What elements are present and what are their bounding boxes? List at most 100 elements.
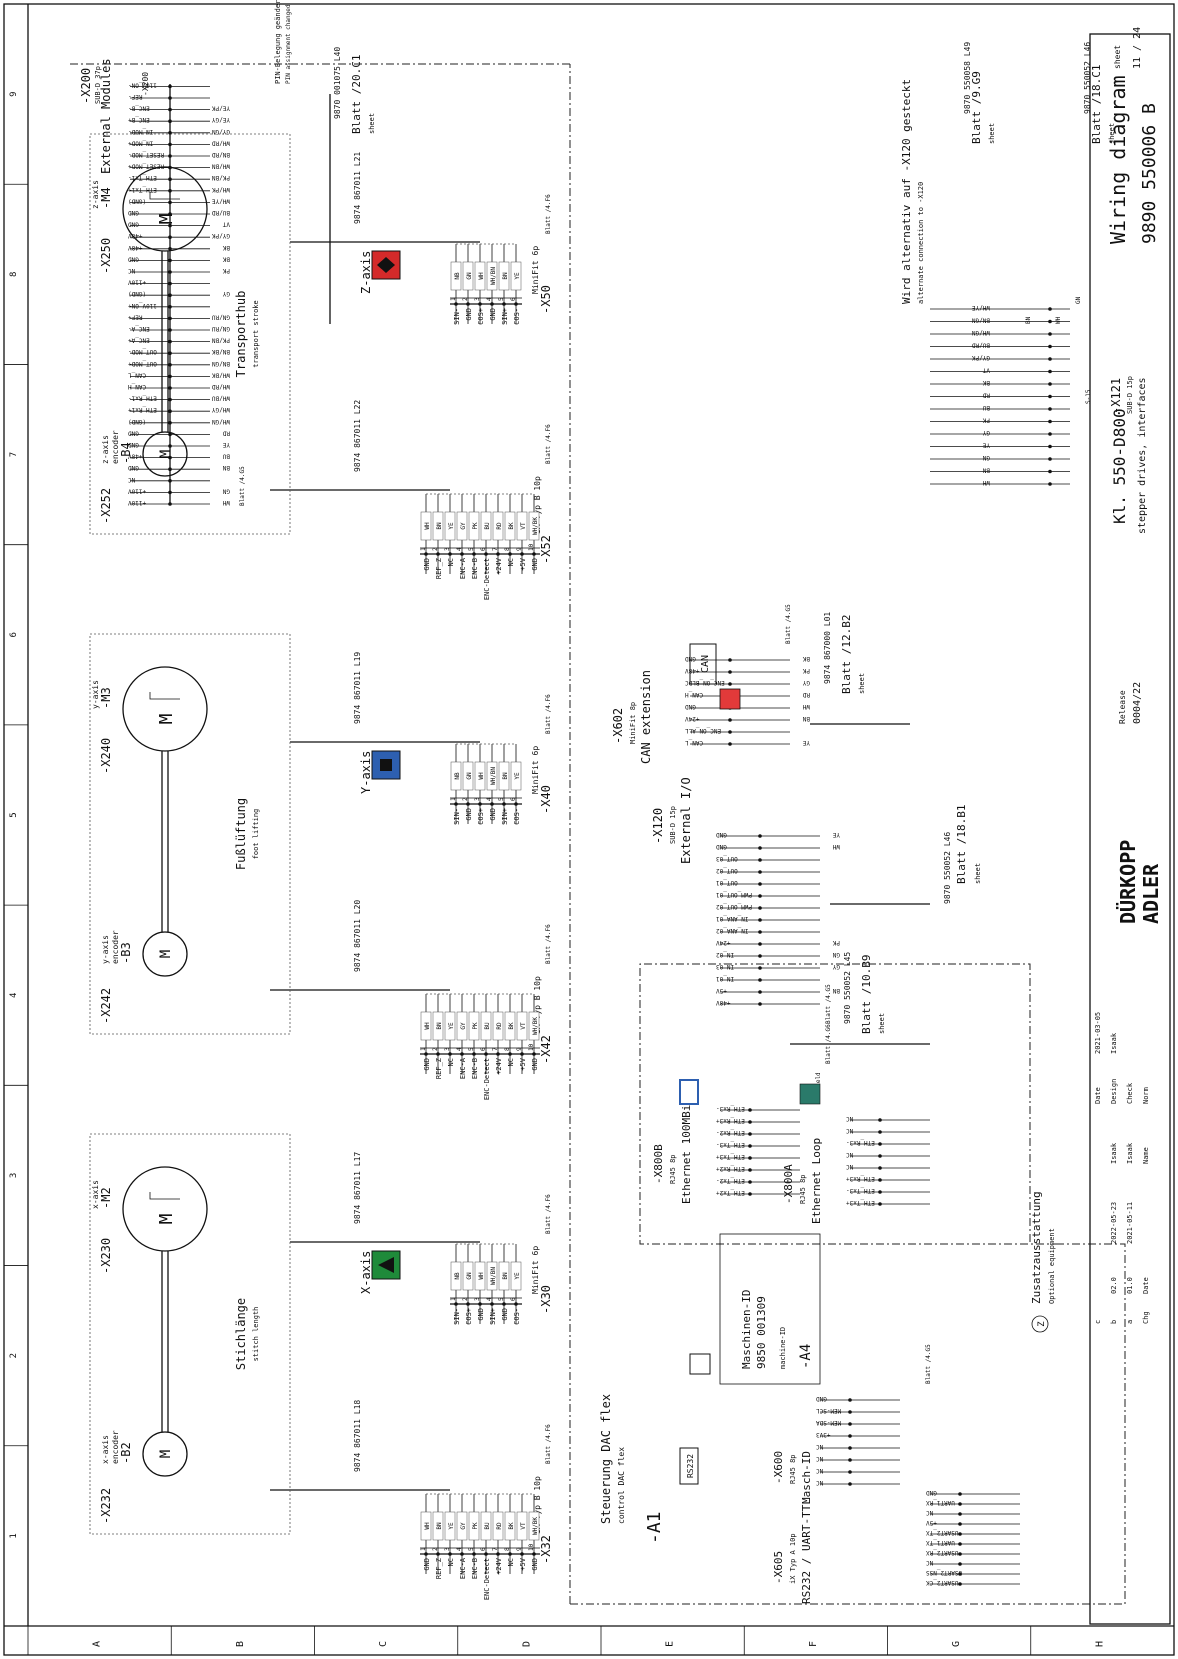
cable-number: 9870 550058 L49 bbox=[963, 42, 972, 114]
sheet-reference: Blatt /18.B1 bbox=[955, 805, 968, 884]
pin-label: OUT_03 bbox=[716, 855, 738, 862]
wire-color-label: YE bbox=[802, 739, 810, 746]
machine-id-tag: -A4 bbox=[798, 1344, 814, 1369]
connector-tag: -X600 bbox=[772, 1451, 785, 1484]
pin-label: +48V bbox=[716, 999, 731, 1006]
cable-number: 9870 550052 L46 bbox=[943, 832, 952, 904]
encoder-symbol bbox=[142, 431, 188, 477]
sheet-word: sheet bbox=[1108, 123, 1116, 144]
wire-color-label: WH/BK bbox=[532, 517, 539, 535]
wire-color-label: RD bbox=[496, 1022, 503, 1030]
x800b-connector: ETH_Tx2+ETH_Tx2-ETH_Rx2+ETH_Tx3+ETH_Tx3-… bbox=[716, 1105, 800, 1196]
wire-color-label: RD bbox=[222, 429, 230, 436]
pin-label: RESET_MOD+ bbox=[128, 163, 165, 170]
wire-color-label: BK bbox=[508, 522, 515, 530]
pin-label: REF_Z bbox=[435, 1058, 443, 1079]
pin-number: 5 bbox=[468, 547, 475, 551]
pin-label: REF_Z bbox=[435, 558, 443, 579]
grid-row-label: G bbox=[951, 1641, 962, 1647]
revision-cell: Name bbox=[1142, 1147, 1150, 1164]
pin-label: ENC-B bbox=[471, 558, 479, 579]
pin-label: REF_Z bbox=[435, 1558, 443, 1579]
cable-number: 9874 867011 L21 bbox=[353, 152, 362, 224]
wire-color-label: YE bbox=[514, 772, 521, 780]
plug-tag: -X240 bbox=[99, 738, 113, 774]
wire-color-label: BK bbox=[508, 1022, 515, 1030]
pin-label: GND bbox=[489, 808, 497, 821]
sheet-reference: Blatt /4.F6 bbox=[545, 194, 552, 234]
product-title: Kl. 550-D800 bbox=[1110, 408, 1129, 524]
pin-label: GND bbox=[128, 255, 139, 262]
pin-label: ENC_ON_BLDC bbox=[685, 679, 725, 686]
pin-label: 110V_ON- bbox=[128, 81, 157, 88]
pin-label: PWM_OUT_01 bbox=[716, 891, 753, 898]
wire-color-label: VT bbox=[520, 1022, 527, 1030]
pin-number: 4 bbox=[456, 547, 463, 551]
wire-color-label: BK bbox=[802, 655, 810, 662]
pin-label: GND bbox=[531, 558, 539, 571]
pin-label: ETH_Rx3+ bbox=[846, 1175, 875, 1182]
pin-label: SIN+ bbox=[501, 808, 509, 825]
z-note-icon bbox=[1031, 1315, 1049, 1333]
sheet-word: sheet bbox=[988, 123, 996, 144]
motor-axis: x-axis bbox=[91, 1180, 100, 1209]
pin-label: ENC-A bbox=[459, 557, 467, 579]
axis-label: Z-axis bbox=[359, 251, 373, 294]
pin-label: (GND) bbox=[128, 197, 146, 204]
wire-color-label: VT bbox=[520, 1522, 527, 1530]
wire-color-label: BN bbox=[222, 464, 230, 471]
connector-type: iX Typ B 10p bbox=[533, 976, 542, 1034]
pin-label: +3V3 bbox=[816, 1431, 831, 1438]
wire-color-label: BN bbox=[502, 1272, 509, 1280]
pin-label: IN_ANA_01 bbox=[716, 915, 749, 922]
wire-color-label: YE bbox=[448, 1522, 455, 1530]
connector-tag: -X602 bbox=[611, 708, 625, 744]
pin-number: 1 bbox=[420, 1547, 427, 1551]
pin-label: 110V_ON+ bbox=[128, 302, 157, 309]
pin-number: 4 bbox=[486, 297, 493, 301]
pin-number: 9 bbox=[516, 1547, 523, 1551]
pin-label: ENC-B bbox=[471, 1058, 479, 1079]
motor-tag: -M4 bbox=[99, 187, 113, 209]
pin-label: SIN- bbox=[453, 308, 461, 325]
product-desc: stepper drives, interfaces bbox=[1137, 377, 1148, 534]
wire-color-label: BK bbox=[222, 255, 230, 262]
pin-number: 9 bbox=[516, 547, 523, 551]
wire-color-label: WH/GY bbox=[212, 406, 230, 413]
wire-color-label: GY bbox=[460, 1522, 467, 1530]
wire-color-label: NB bbox=[454, 772, 461, 780]
pin-label: ENC-B bbox=[471, 1558, 479, 1579]
wire-color-label: WH bbox=[1055, 316, 1062, 324]
note-text: alternate connection to -X120 bbox=[917, 182, 925, 304]
pin-label: +24V bbox=[716, 939, 731, 946]
machine-id-title: Maschinen-ID bbox=[740, 1290, 753, 1369]
grid-col-label: 9 bbox=[9, 91, 19, 96]
pin-label: GND bbox=[531, 1058, 539, 1071]
pin-label: ENC_B+ bbox=[128, 116, 150, 123]
pin-label: CAN_H bbox=[128, 383, 146, 390]
controller-name: Steuerung DAC flex bbox=[599, 1394, 613, 1524]
wire-color-label: BN/BK bbox=[212, 348, 230, 355]
sheet-reference: Blatt /4.G5 bbox=[825, 984, 832, 1024]
cable-number: 9874 867011 L18 bbox=[353, 1400, 362, 1472]
pin-label: GND bbox=[128, 429, 139, 436]
pin-label: ETH_Tx3- bbox=[716, 1141, 745, 1148]
wire-color-label: PK bbox=[472, 1022, 479, 1030]
connector-type: iX Typ A 10p bbox=[789, 1533, 797, 1584]
pin-label: +24V bbox=[495, 1057, 503, 1075]
connector-type: MiniFit 6p bbox=[531, 746, 540, 794]
wire-color-label: NB bbox=[454, 272, 461, 280]
pin-label: GND bbox=[926, 1489, 937, 1496]
wire-color-label: GY bbox=[460, 1022, 467, 1030]
wire-color-label: GN bbox=[982, 454, 990, 461]
pin-label: ETH_Rx1+ bbox=[128, 406, 157, 413]
pin-label: GND bbox=[501, 1308, 509, 1321]
encoder-desc: encoder bbox=[111, 930, 120, 964]
pin-label: ETH_Tx2- bbox=[716, 1177, 745, 1184]
module-title: Ethernet 100MBit bbox=[680, 1098, 693, 1204]
connector-tag: -X52 bbox=[539, 535, 553, 564]
pin-label: GND bbox=[489, 308, 497, 321]
sheet-reference: Blatt /4.G5 bbox=[785, 604, 792, 644]
pin-label: ETH_Tx2+ bbox=[716, 1189, 745, 1196]
pin-number: 7 bbox=[492, 547, 499, 551]
